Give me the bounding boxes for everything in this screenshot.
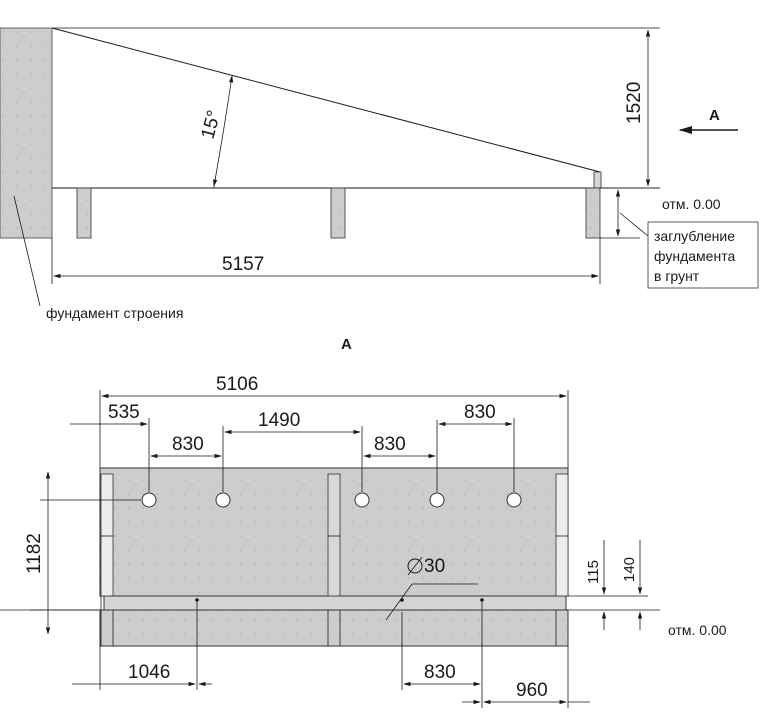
dim-height-text: 1520 <box>624 82 645 124</box>
dim-1182-text: 1182 <box>24 533 45 574</box>
section-view: 5106 535 830 1490 830 830 1182 30 <box>0 374 727 708</box>
angle-text: 15° <box>198 108 226 141</box>
hole-2 <box>215 492 231 508</box>
depth-note-line-3: в грунт <box>654 268 700 284</box>
dim-830-bottom-text: 830 <box>424 662 456 683</box>
roof-slope-line <box>51 27 601 173</box>
dim-diameter-text: 30 <box>424 556 445 577</box>
angle-arc <box>213 75 234 187</box>
dim-830-a-text: 830 <box>172 434 204 455</box>
dim-960-text: 960 <box>516 680 548 701</box>
depth-note-line-1: заглубление <box>654 228 735 244</box>
ground-beam <box>103 595 567 611</box>
dim-830-top-text: 830 <box>464 402 496 423</box>
side-elevation-text: отм. 0.00 <box>662 196 721 212</box>
dim-1046-text: 1046 <box>128 662 170 683</box>
post-middle <box>330 187 346 239</box>
section-title: А <box>341 336 352 353</box>
hole-3 <box>354 492 370 508</box>
building-foundation <box>0 27 53 239</box>
dim-length-text: 5157 <box>222 254 264 275</box>
section-elevation-text: отм. 0.00 <box>668 622 727 638</box>
dim-535-text: 535 <box>108 402 140 423</box>
section-marker-text: А <box>709 107 720 124</box>
foundation-lower <box>99 609 569 647</box>
dim-total-text: 5106 <box>216 374 258 395</box>
section-post-middle <box>327 473 341 597</box>
post-right <box>585 187 601 239</box>
hole-1 <box>141 492 157 508</box>
section-post-left <box>100 473 114 597</box>
section-post-right <box>555 473 569 597</box>
roof-end <box>593 171 602 189</box>
dim-140-text: 140 <box>621 557 638 582</box>
side-view: 1520 15° А отм. 0.00 заглубление фундаме… <box>0 27 759 321</box>
hole-5 <box>506 492 522 508</box>
dim-115-text: 115 <box>585 560 602 584</box>
foundation-label: фундамент строения <box>46 305 183 321</box>
hole-4 <box>429 492 445 508</box>
depth-note-box <box>647 221 759 289</box>
dim-830-b-text: 830 <box>374 434 406 455</box>
depth-note-line-2: фундамента <box>654 248 735 264</box>
dim-1490-text: 1490 <box>258 410 300 431</box>
post-left <box>76 187 92 239</box>
